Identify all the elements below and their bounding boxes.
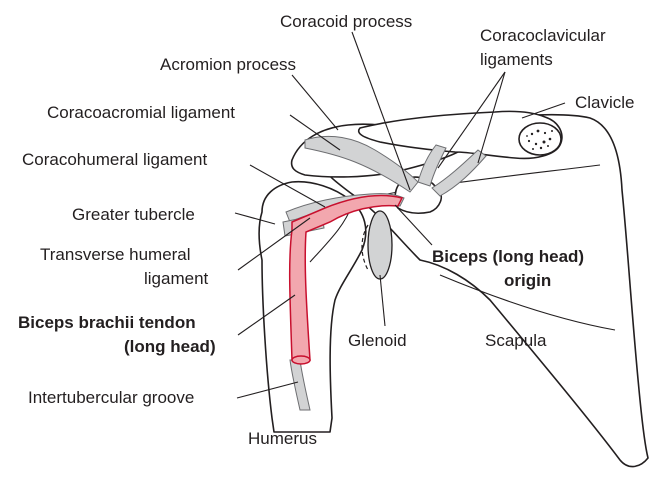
label-greater-tubercle: Greater tubercle: [72, 205, 195, 224]
label-coracoclavicular-line2: ligaments: [480, 50, 553, 69]
glenoid-shape: [368, 211, 392, 279]
label-transverse-humeral-line1: Transverse humeral: [40, 245, 191, 264]
label-scapula: Scapula: [485, 331, 547, 350]
label-transverse-humeral-line2: ligament: [144, 269, 209, 288]
label-biceps-tendon-line1: Biceps brachii tendon: [18, 313, 196, 332]
label-biceps-origin-line1: Biceps (long head): [432, 247, 584, 266]
clavicle-cross-section: [519, 123, 561, 155]
label-coracoclavicular-line1: Coracoclavicular: [480, 26, 606, 45]
label-biceps-tendon-line2: (long head): [124, 337, 216, 356]
label-humerus: Humerus: [248, 429, 317, 448]
label-biceps-origin-line2: origin: [504, 271, 551, 290]
label-clavicle: Clavicle: [575, 93, 635, 112]
label-coracoid-process: Coracoid process: [280, 12, 412, 31]
label-intertubercular-groove: Intertubercular groove: [28, 388, 194, 407]
biceps-tendon-end: [292, 356, 310, 364]
label-acromion-process: Acromion process: [160, 55, 296, 74]
label-coracohumeral-ligament: Coracohumeral ligament: [22, 150, 207, 169]
leader-glenoid: [380, 275, 385, 326]
label-glenoid: Glenoid: [348, 331, 407, 350]
label-coracoacromial-ligament: Coracoacromial ligament: [47, 103, 235, 122]
